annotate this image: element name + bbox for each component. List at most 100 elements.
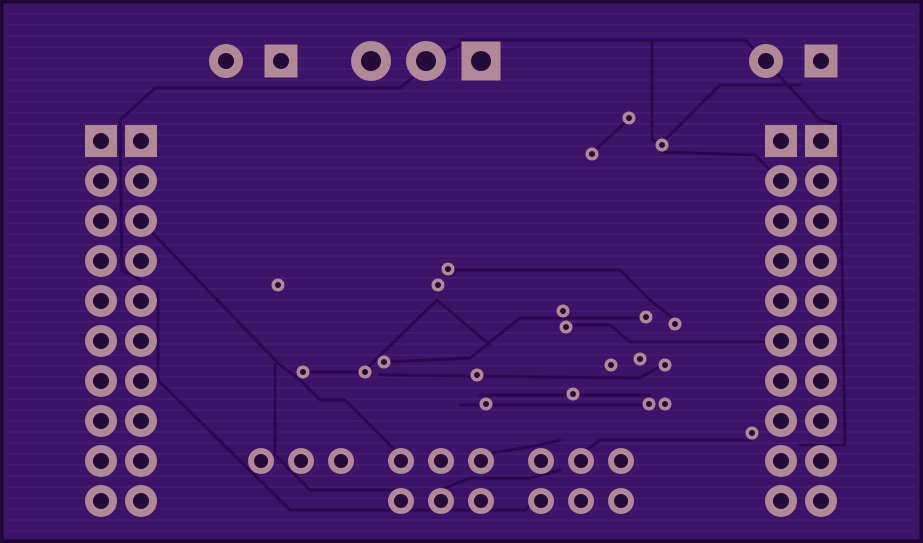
via-hole	[662, 401, 668, 407]
trace	[663, 83, 802, 142]
pad-hole	[813, 133, 829, 149]
pad-hole	[813, 253, 829, 269]
pad-hole	[813, 333, 829, 349]
pad-hole	[416, 51, 436, 71]
pad-hole	[773, 133, 789, 149]
pad-hole	[813, 173, 829, 189]
via-hole	[570, 391, 576, 397]
pad-hole	[394, 454, 408, 468]
trace	[660, 150, 772, 172]
pad-hole	[813, 493, 829, 509]
pad-hole	[773, 213, 789, 229]
pad-hole	[93, 333, 109, 349]
trace	[445, 268, 677, 322]
pad-hole	[133, 293, 149, 309]
trace	[458, 38, 847, 447]
pad-layer	[85, 41, 838, 517]
pad-hole	[133, 213, 149, 229]
via-hole	[560, 308, 566, 314]
pad-hole	[254, 454, 268, 468]
pad-hole	[394, 494, 408, 508]
via-hole	[483, 401, 489, 407]
pad-hole	[813, 373, 829, 389]
pad-hole	[773, 453, 789, 469]
pad-hole	[93, 413, 109, 429]
pad-hole	[474, 494, 488, 508]
pad-hole	[574, 494, 588, 508]
pad-hole	[773, 413, 789, 429]
pad-hole	[813, 213, 829, 229]
via-layer	[271, 111, 759, 440]
via-hole	[445, 266, 451, 272]
pad-hole	[273, 53, 289, 69]
pad-hole	[334, 454, 348, 468]
pad-hole	[534, 454, 548, 468]
via-hole	[381, 359, 387, 365]
via-hole	[637, 356, 643, 362]
pad-hole	[773, 493, 789, 509]
pad-hole	[773, 333, 789, 349]
trace	[118, 86, 402, 282]
pad-hole	[474, 454, 488, 468]
pad-hole	[93, 453, 109, 469]
pad-hole	[133, 173, 149, 189]
via-hole	[362, 369, 368, 375]
trace	[478, 438, 562, 457]
pad-hole	[574, 454, 588, 468]
via-hole	[646, 401, 652, 407]
trace	[590, 118, 630, 155]
pad-hole	[294, 454, 308, 468]
pad-hole	[133, 333, 149, 349]
trace	[363, 298, 492, 372]
trace	[138, 218, 402, 457]
trace	[378, 363, 664, 380]
pad-hole	[813, 293, 829, 309]
pad-hole	[133, 493, 149, 509]
via-hole	[659, 142, 665, 148]
trace	[563, 323, 782, 344]
via-hole	[275, 282, 281, 288]
pad-hole	[218, 53, 234, 69]
pad-hole	[93, 133, 109, 149]
pad-hole	[434, 494, 448, 508]
pad-hole	[773, 373, 789, 389]
pad-hole	[471, 51, 491, 71]
trace	[438, 468, 562, 492]
pad-hole	[773, 253, 789, 269]
pad-hole	[133, 133, 149, 149]
pad-hole	[773, 173, 789, 189]
pad-hole	[93, 493, 109, 509]
trace	[382, 316, 647, 364]
pad-hole	[773, 293, 789, 309]
pad-hole	[93, 213, 109, 229]
via-hole	[608, 362, 614, 368]
pad-hole	[133, 373, 149, 389]
via-hole	[435, 282, 441, 288]
via-hole	[643, 314, 649, 320]
via-hole	[749, 430, 755, 436]
trace	[273, 363, 402, 492]
pad-hole	[813, 53, 829, 69]
pad-hole	[133, 413, 149, 429]
via-hole	[563, 324, 569, 330]
pad-hole	[133, 253, 149, 269]
via-hole	[300, 369, 306, 375]
pad-hole	[93, 373, 109, 389]
via-hole	[662, 362, 668, 368]
pad-hole	[93, 253, 109, 269]
pad-hole	[614, 454, 628, 468]
pad-hole	[813, 453, 829, 469]
pad-hole	[534, 494, 548, 508]
pad-hole	[361, 51, 381, 71]
via-hole	[474, 372, 480, 378]
pad-hole	[93, 173, 109, 189]
via-hole	[672, 321, 678, 327]
pad-hole	[93, 293, 109, 309]
pad-hole	[614, 494, 628, 508]
pad-hole	[758, 53, 774, 69]
via-hole	[589, 151, 595, 157]
pad-hole	[434, 454, 448, 468]
pad-hole	[813, 413, 829, 429]
pad-hole	[133, 453, 149, 469]
